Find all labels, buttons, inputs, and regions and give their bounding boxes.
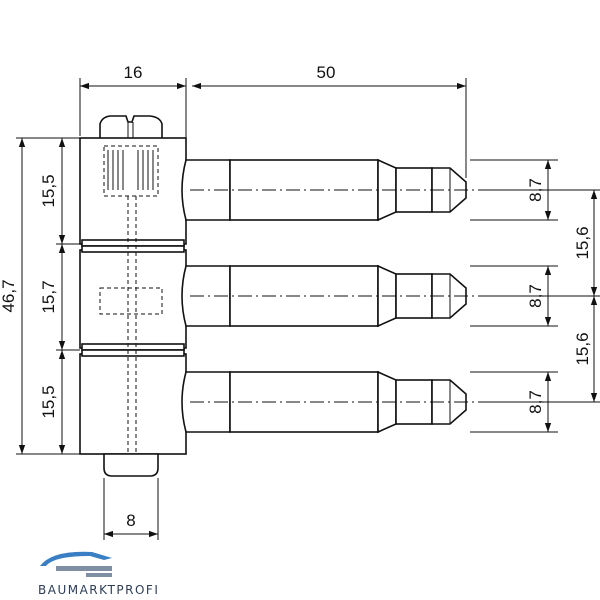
- dim-segment-top: 15,5: [39, 174, 58, 207]
- logo-roof-icon: [40, 551, 112, 566]
- dim-pin-spacing-lower: 15,6: [573, 332, 592, 365]
- dim-bottom-pin-8: 8: [126, 511, 135, 530]
- dim-width-16: 16: [124, 63, 143, 82]
- dimension-lines: [18, 82, 598, 538]
- thread-hatching: [107, 150, 154, 190]
- hinge-body: [79, 115, 187, 477]
- baumarktprofi-logo: BAUMARKTPROFI: [38, 551, 159, 597]
- dim-segment-mid: 15,7: [39, 280, 58, 313]
- dim-segment-bottom: 15,5: [39, 385, 58, 418]
- dim-pin-diameter-bottom: 8,7: [526, 390, 545, 414]
- logo-text: BAUMARKTPROFI: [38, 583, 159, 597]
- logo-bar-icon: [56, 566, 112, 571]
- dim-pin-diameter-mid: 8,7: [526, 284, 545, 308]
- dim-length-50: 50: [317, 63, 336, 82]
- centre-lines: [190, 189, 490, 403]
- dim-pin-diameter-top: 8,7: [526, 178, 545, 202]
- dim-height-46-7: 46,7: [0, 279, 18, 312]
- dim-pin-spacing-upper: 15,6: [573, 226, 592, 259]
